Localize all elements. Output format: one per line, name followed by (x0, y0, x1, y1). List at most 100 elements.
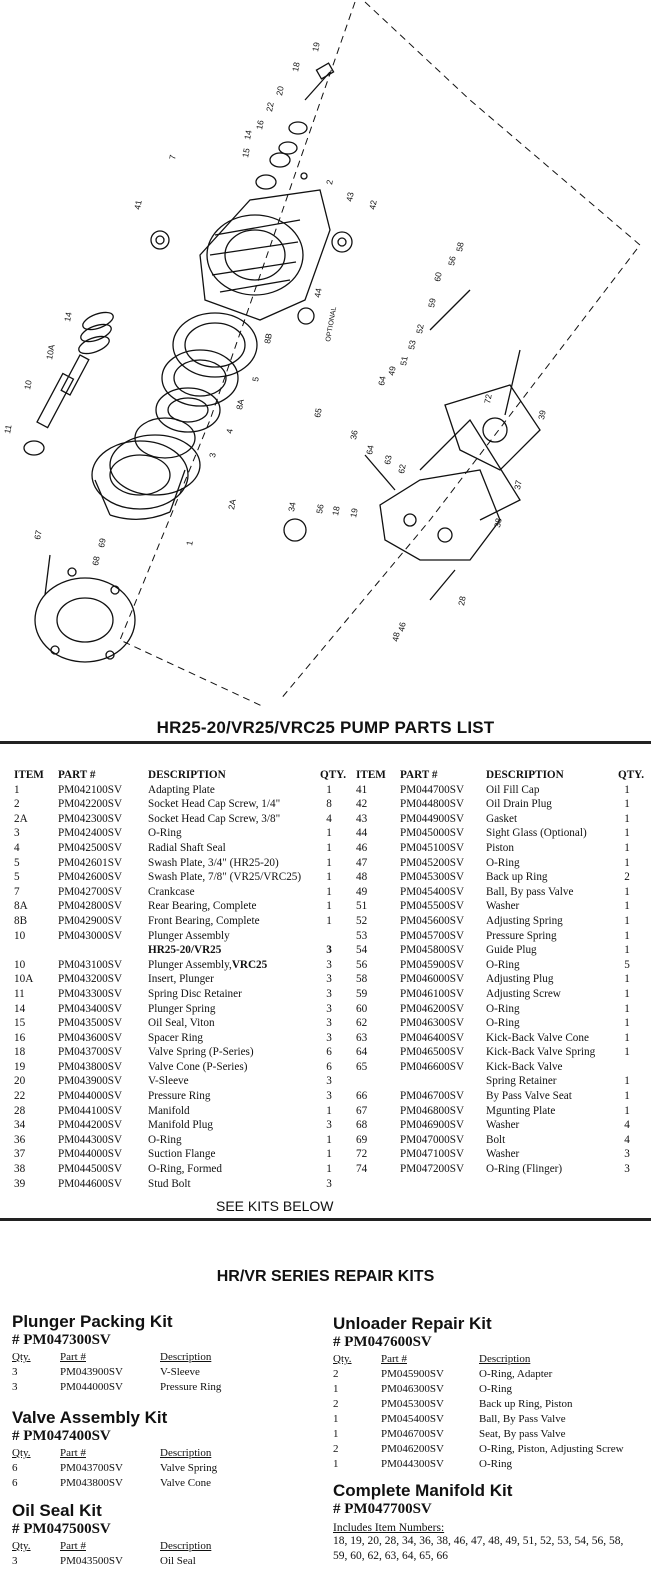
plunger-drawing (23, 311, 114, 456)
item-number: 39 (14, 1177, 26, 1190)
kit-oil-seal: Oil Seal Kit # PM047500SV Qty.Part #Desc… (12, 1501, 302, 1570)
callout-65: 65 (312, 407, 324, 418)
part-number: PM042300SV (58, 812, 123, 825)
part-description: Plunger Spring (148, 1002, 215, 1017)
kit-qty: 3 (12, 1555, 18, 1567)
part-quantity: 1 (624, 929, 630, 942)
kit-description: Ball, By Pass Valve (479, 1413, 566, 1425)
callout-43: 43 (344, 191, 356, 202)
part-quantity: 1 (326, 871, 332, 884)
includes-items: 18, 19, 20, 28, 34, 36, 38, 46, 47, 48, … (333, 1535, 624, 1562)
description-text: O-Ring (Flinger) (486, 1163, 563, 1176)
part-description: Guide Plug (486, 943, 537, 958)
part-number: PM045500SV (400, 900, 465, 913)
part-description: Adjusting Screw (486, 987, 561, 1002)
kit-description: Back up Ring, Piston (479, 1398, 573, 1410)
description-text: Socket Head Cap Screw, 3/8" (148, 812, 281, 825)
kit-description: O-Ring, Adapter (479, 1368, 553, 1380)
kit-col-part: Part # (60, 1447, 86, 1459)
kit-unloader-repair: Unloader Repair Kit # PM047600SV Qty.Par… (333, 1314, 649, 1473)
description-text: Adapting Plate (148, 783, 215, 796)
kit-col-qty: Qty. (333, 1353, 352, 1365)
kit-col-description: Description (160, 1540, 212, 1552)
item-number: 48 (356, 871, 368, 884)
part-number: PM043400SV (58, 1002, 123, 1015)
part-description: O-Ring (486, 1002, 520, 1017)
part-quantity: 1 (624, 1104, 630, 1117)
description-text: Plunger Assembly, (148, 958, 232, 971)
description-model: VRC25 (231, 958, 268, 971)
item-number: 63 (356, 1031, 368, 1044)
see-kits-note: SEE KITS BELOW (216, 1198, 334, 1214)
part-number: PM046500SV (400, 1046, 465, 1059)
kit-number: # PM047300SV (12, 1332, 111, 1348)
item-number: 44 (356, 827, 368, 840)
part-number: PM045600SV (400, 914, 465, 927)
kit-part: PM045300SV (381, 1398, 444, 1410)
part-description: Kick-Back Valve Spring (486, 1045, 595, 1060)
description-text: O-Ring (486, 1017, 520, 1030)
kit-col-part: Part # (60, 1540, 86, 1552)
part-number: PM045200SV (400, 856, 465, 869)
description-text: Front Bearing, Complete (148, 914, 260, 927)
description-text: Back up Ring (486, 871, 548, 884)
kit-col-description: Description (160, 1351, 212, 1363)
description-text: Radial Shaft Seal (148, 841, 226, 854)
callout-19: 19 (310, 41, 322, 52)
item-number: 58 (356, 973, 368, 986)
part-description: Pressure Spring (486, 929, 557, 944)
description-text: Washer (486, 900, 520, 913)
part-quantity: 3 (326, 944, 332, 957)
callout-28: 28 (456, 595, 468, 606)
kit-part: PM046300SV (381, 1383, 444, 1395)
callout-5: 5 (250, 376, 261, 383)
col-part: PART # (58, 769, 96, 781)
part-description: Pressure Ring (148, 1089, 210, 1104)
part-description: Suction Flange (148, 1147, 215, 1162)
item-number: 15 (14, 1017, 26, 1030)
part-number: PM044900SV (400, 812, 465, 825)
part-number: PM045300SV (400, 871, 465, 884)
description-text: Oil Seal, Viton (148, 1017, 215, 1030)
description-text: O-Ring (148, 1133, 182, 1146)
item-number: 60 (356, 1002, 368, 1015)
part-quantity: 6 (326, 1060, 332, 1073)
item-number: 74 (356, 1163, 368, 1176)
callout-3: 3 (207, 452, 218, 459)
description-text: Spacer Ring (148, 1031, 203, 1044)
part-quantity: 3 (326, 1177, 332, 1190)
item-number: 22 (14, 1090, 26, 1103)
part-description: Plunger Assembly,VRC25 (148, 958, 267, 973)
part-quantity: 1 (326, 856, 332, 869)
callout-8a: 8A (234, 398, 246, 410)
description-text: Socket Head Cap Screw, 1/4" (148, 798, 281, 811)
kit-description: Pressure Ring (160, 1381, 222, 1393)
description-text: Pressure Spring (486, 929, 557, 942)
description-text: Spring Retainer (486, 1075, 557, 1088)
part-description: Spacer Ring (148, 1031, 203, 1046)
item-number: 47 (356, 856, 368, 869)
part-quantity: 8 (326, 798, 332, 811)
crankcase-drawing (150, 189, 353, 325)
kit-name: Valve Assembly Kit (12, 1408, 168, 1427)
part-quantity: 3 (326, 958, 332, 971)
item-number: 53 (356, 929, 368, 942)
callout-42: 42 (367, 199, 379, 210)
kit-description: Oil Seal (160, 1555, 196, 1567)
